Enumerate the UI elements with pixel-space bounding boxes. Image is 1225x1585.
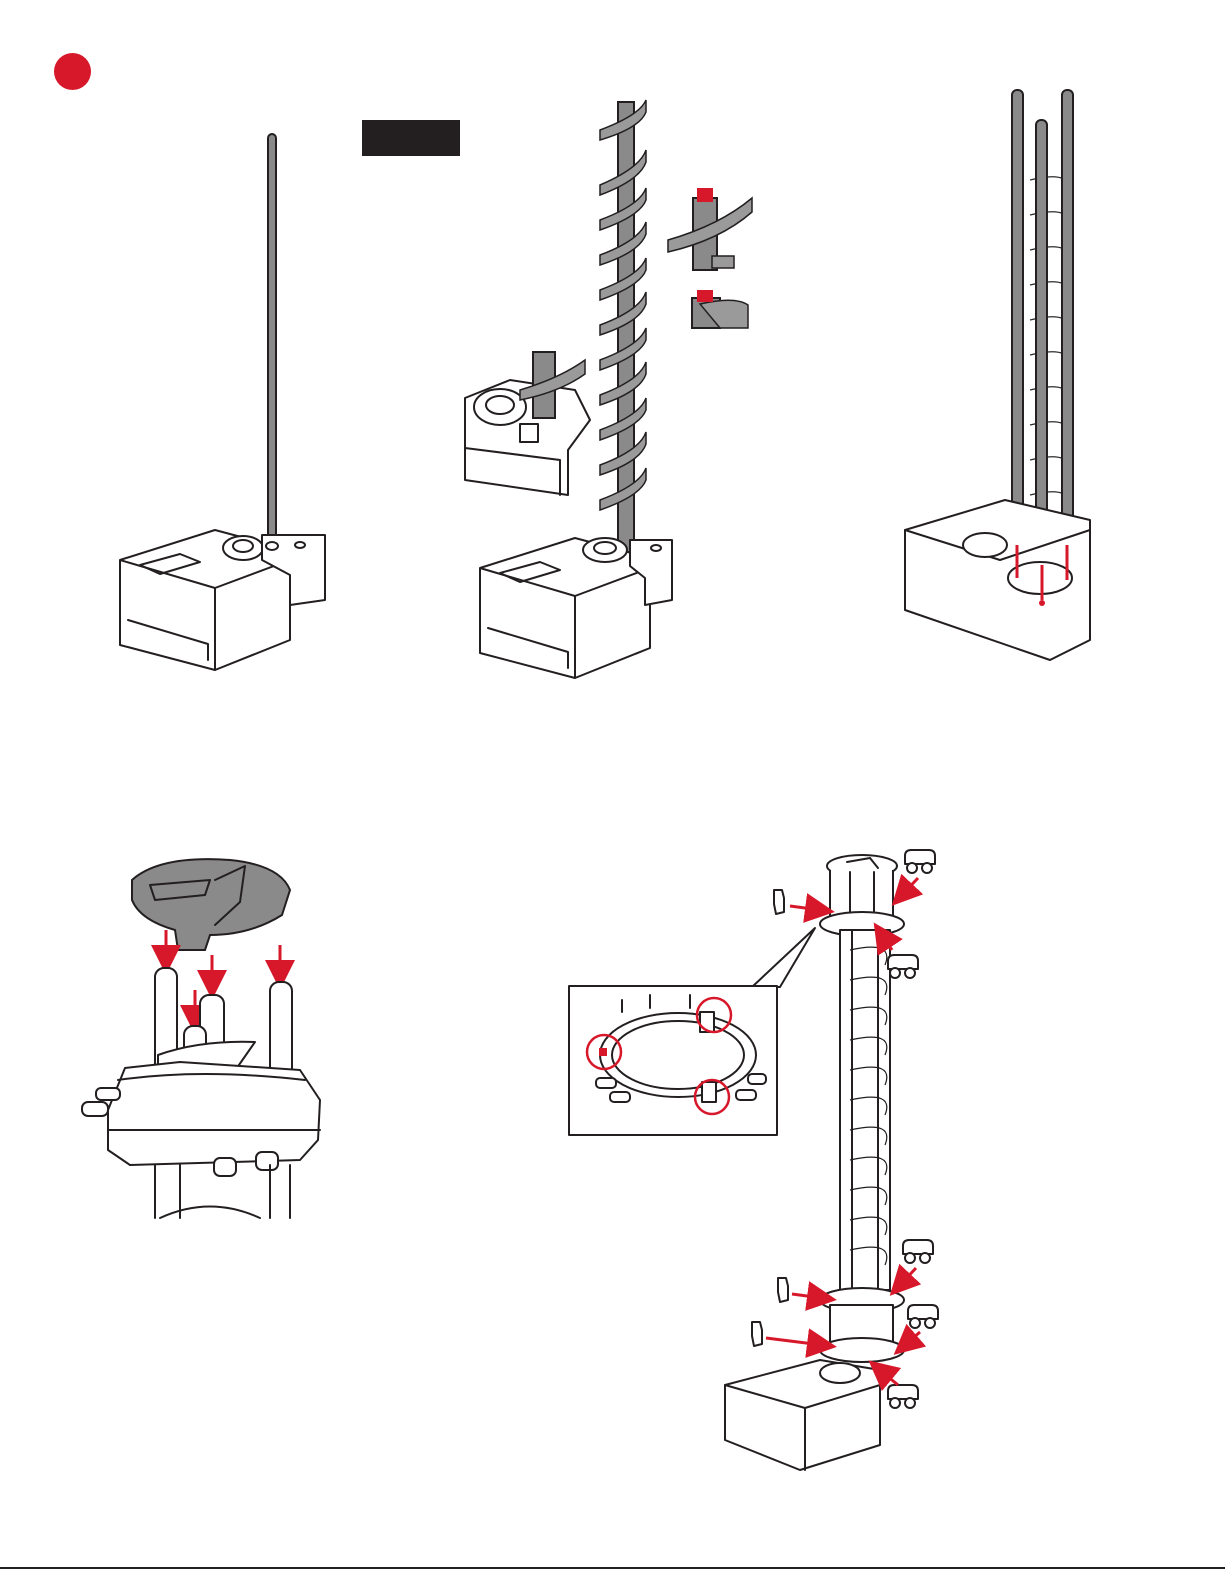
- step-4-illustration: [82, 859, 320, 1218]
- auger-detail-small: [692, 290, 748, 328]
- step-3-illustration: [905, 90, 1090, 660]
- auger-detail-top: [668, 188, 752, 270]
- ring-closeup: [569, 986, 777, 1135]
- step-5-illustration: [569, 850, 938, 1470]
- step-1-illustration: [120, 134, 325, 670]
- footer-rule: [0, 1567, 1225, 1569]
- base-socket-closeup: [465, 352, 590, 495]
- step-2-illustration: [465, 100, 752, 678]
